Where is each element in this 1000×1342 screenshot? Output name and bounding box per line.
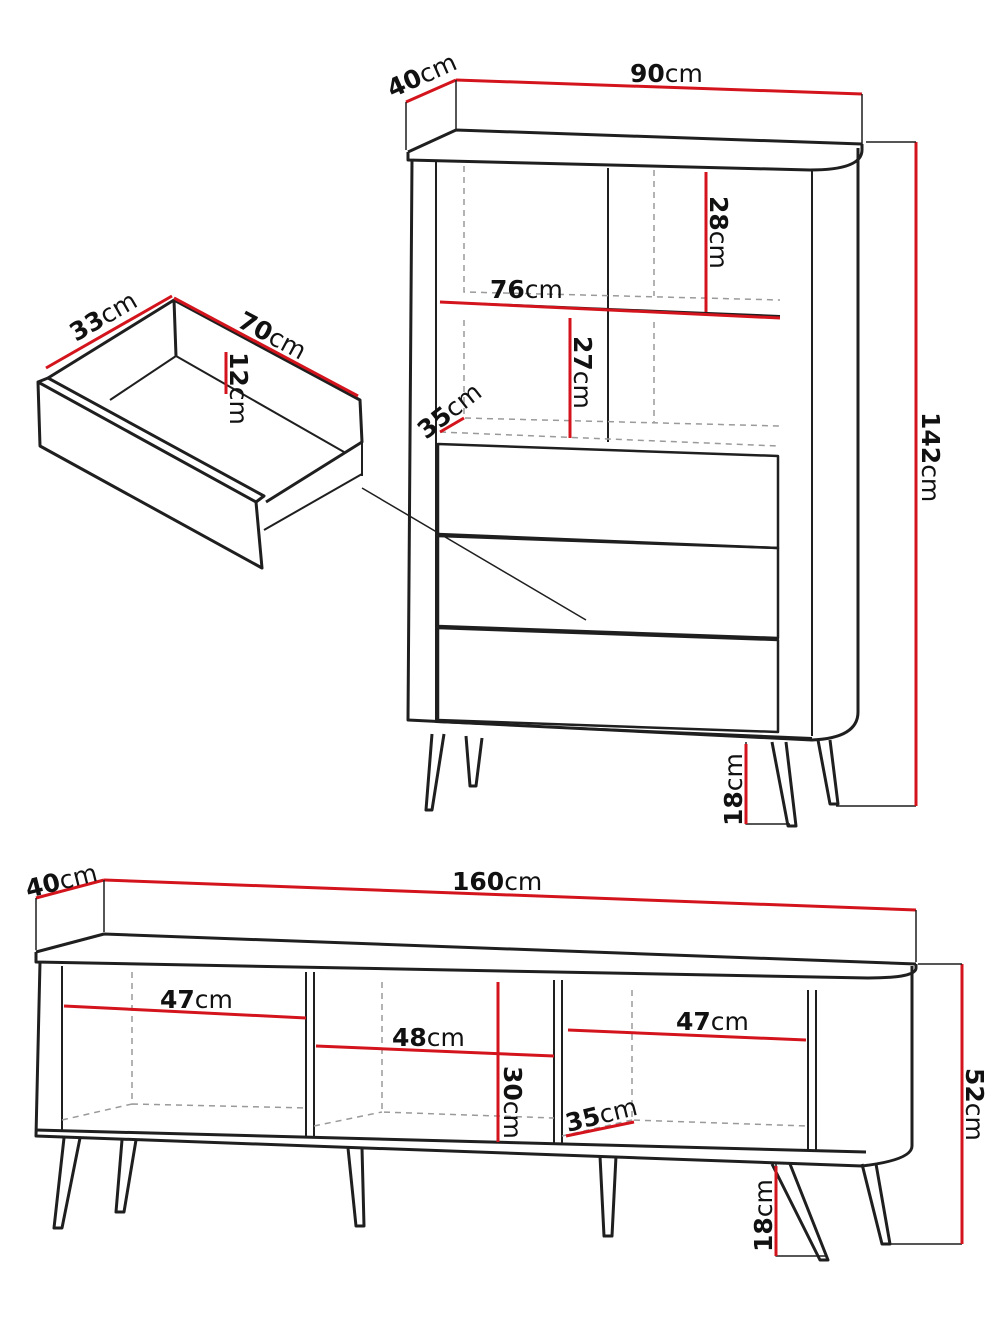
- drawer-pointer-line: [361, 487, 587, 621]
- tv-stand-compartment-height-label: 30cm: [498, 1066, 527, 1139]
- drawer-depth-label: 33cm: [65, 286, 143, 348]
- drawer-front-panel: [36, 380, 264, 570]
- drawer-front-top: [37, 376, 266, 504]
- tv-stand-width-line: [103, 878, 917, 912]
- tv-stand-left-width-label: 47cm: [160, 985, 233, 1014]
- cabinet-width-line: [455, 78, 863, 96]
- tv-stand-bottom: [35, 1128, 867, 1154]
- cabinet-shelf-width-label: 76cm: [490, 275, 563, 304]
- tv-stand-top-front: [34, 952, 918, 980]
- cabinet-hidden-lines: [439, 166, 781, 447]
- tv-stand-compartment-frames: [61, 966, 817, 1150]
- tv-stand-compartment-depth-label: 35cm: [562, 1092, 640, 1138]
- cabinet-drawer-3: [436, 626, 780, 734]
- tv-stand-legs: [52, 1137, 892, 1262]
- cabinet-drawer-2: [436, 534, 780, 640]
- tv-stand-extension-lines: [35, 880, 962, 965]
- cabinet-width-label: 90cm: [630, 59, 703, 88]
- tv-stand-right-width-line: [567, 1028, 807, 1042]
- cabinet-lower-shelf-label: 27cm: [568, 336, 597, 409]
- tv-stand-height-label: 52cm: [960, 1068, 989, 1141]
- cabinet-body: [406, 148, 860, 742]
- tv-stand-right-width-label: 47cm: [676, 1007, 749, 1036]
- tv-stand-leg-reference: [775, 1164, 962, 1257]
- tv-stand-middle-width-line: [315, 1044, 555, 1058]
- cabinet-leg-front-right: [770, 739, 840, 828]
- tv-stand-drawing: [34, 932, 962, 1262]
- tv-stand-top-back: [35, 932, 917, 966]
- drawer-dimension-lines: [45, 294, 359, 398]
- drawer-depth-line: [45, 294, 173, 370]
- cabinet-shelf-depth-label: 35cm: [412, 377, 487, 445]
- cabinet-top-front: [406, 144, 864, 172]
- cabinet-depth-line: [405, 78, 457, 104]
- drawer-side: [47, 298, 364, 504]
- cabinet-height-label: 142cm: [916, 412, 945, 502]
- tv-stand-leg-height-label: 18cm: [749, 1179, 778, 1252]
- drawer-drawing: [36, 298, 364, 570]
- cabinet-drawer-1: [436, 442, 780, 550]
- tv-stand-compartment-depth-line: [565, 1120, 635, 1138]
- drawer-width-line: [173, 296, 359, 398]
- tv-stand-middle-width-label: 48cm: [392, 1023, 465, 1052]
- cabinet-drawing: [406, 128, 916, 828]
- tv-stand-depth-line: [35, 878, 105, 900]
- cabinet-top-back: [407, 128, 863, 154]
- tv-stand-depth-label: 40cm: [22, 858, 100, 904]
- drawer-inner: [109, 355, 363, 531]
- cabinet-leg-height-label: 18cm: [719, 753, 748, 826]
- cabinet-upper-shelf-label: 28cm: [704, 196, 733, 269]
- cabinet-shelf-width-line: [439, 300, 781, 320]
- cabinet-leg-front-left: [424, 733, 484, 812]
- tv-stand-dimension-lines: [35, 878, 964, 1256]
- cabinet-inner-frame: [435, 162, 813, 739]
- drawer-height-label: 12cm: [224, 352, 253, 425]
- tv-stand-width-label: 160cm: [452, 867, 542, 896]
- tv-stand-left-width-line: [63, 1004, 307, 1020]
- cabinet-dimension-lines: [405, 78, 918, 824]
- cabinet-shelf-depth-line: [439, 416, 465, 434]
- cabinet-extension-lines: [405, 80, 916, 150]
